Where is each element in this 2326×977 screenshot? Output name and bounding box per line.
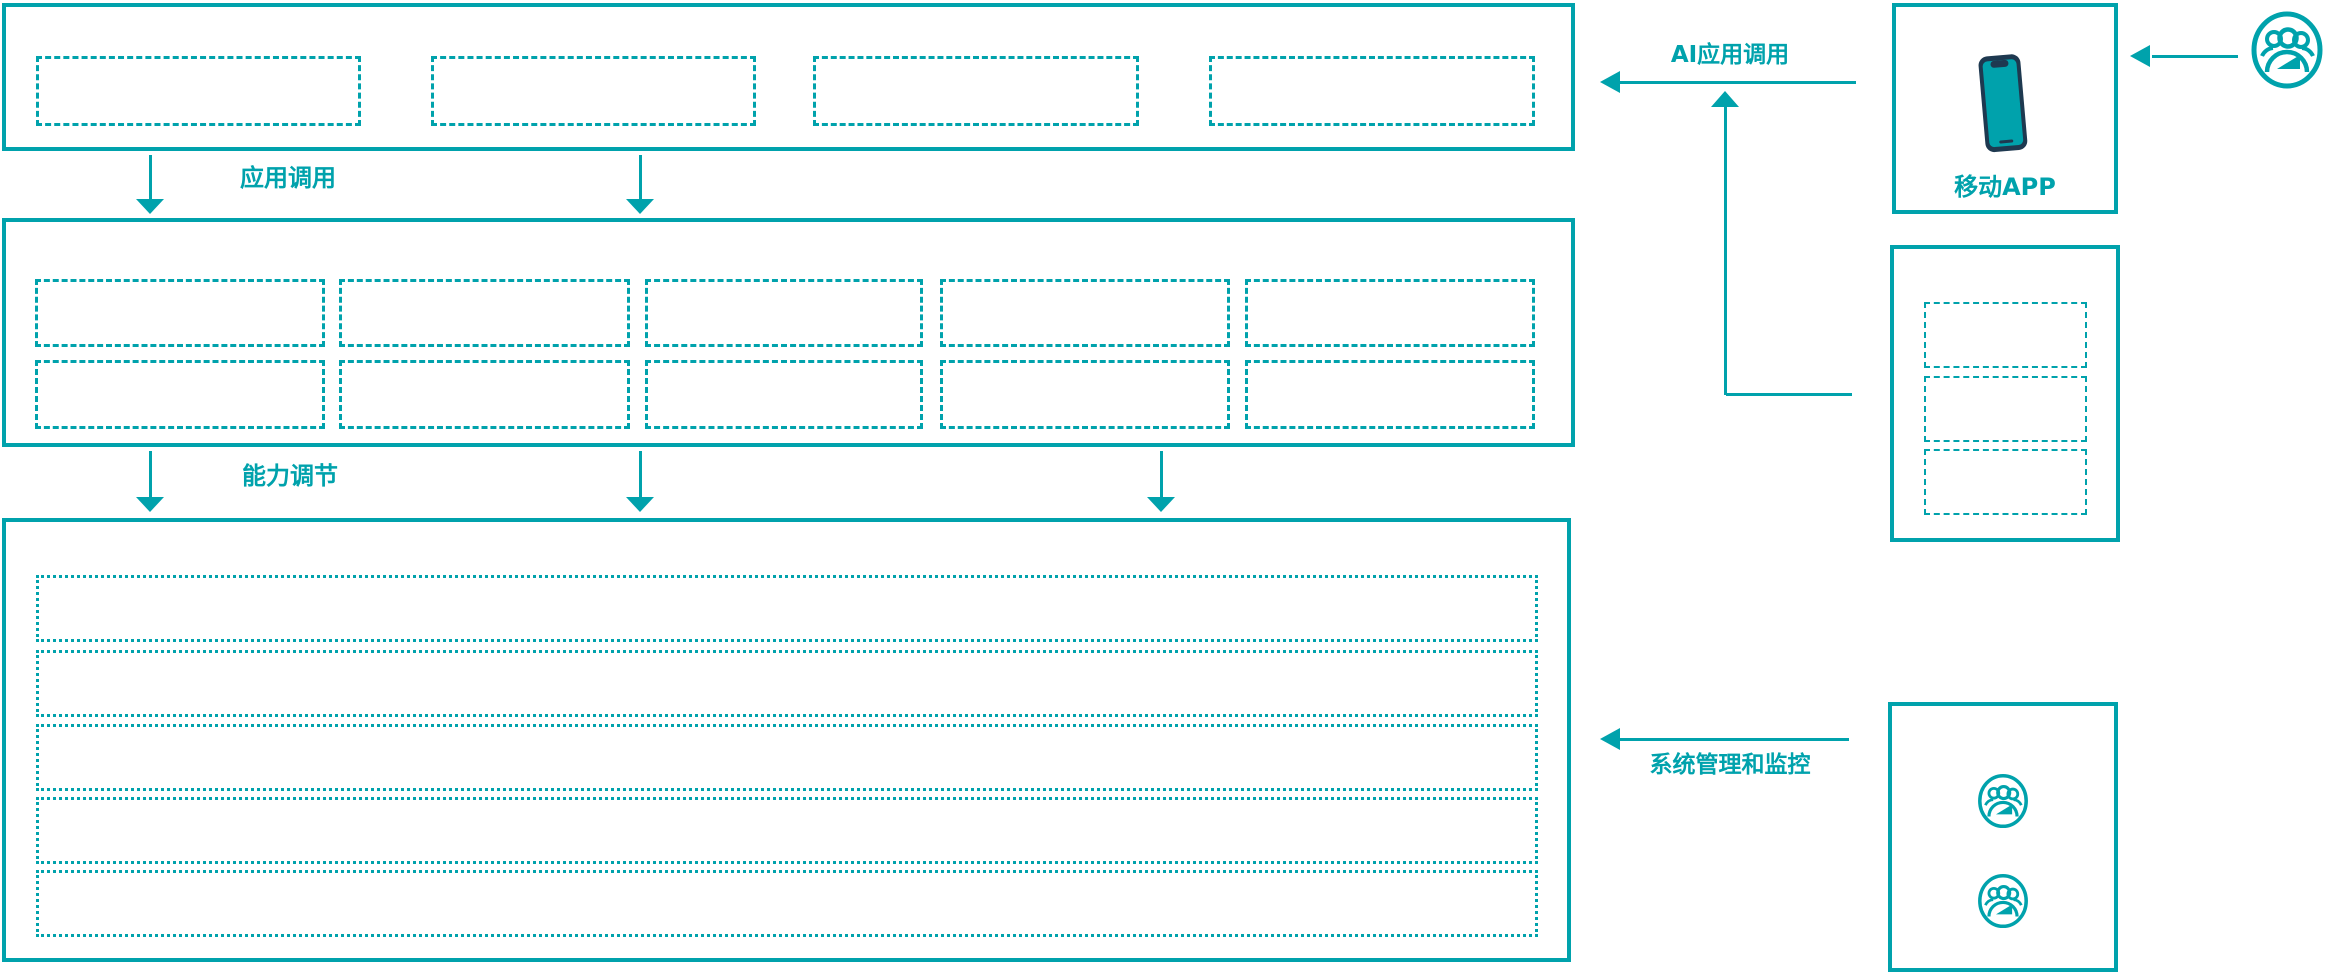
users-icon [1977,773,2029,829]
application-layer-panel [2,3,1575,151]
mobile-app-label: 移动APP [1954,173,2056,201]
platform-row [36,870,1538,937]
capability-slot [339,360,630,429]
app-call-arrowhead-icon [626,199,654,214]
connector-vertical-line [1724,107,1727,395]
capability-slot [339,279,630,347]
service-slot [1924,449,2087,515]
capability-slot [35,279,325,347]
capability-slot [1245,279,1535,347]
platform-row [36,724,1538,791]
app-call-arrowhead-icon [136,199,164,214]
capability-adjust-label: 能力调节 [242,462,338,490]
capability-arrowhead-icon [1147,497,1175,512]
app-call-label: 应用调用 [240,164,336,192]
platform-layer-panel [2,518,1571,962]
application-slot [813,56,1139,126]
platform-row [36,797,1538,864]
system-mgmt-arrowhead-icon [1600,728,1620,750]
application-slot [431,56,756,126]
service-slot [1924,376,2087,442]
service-panel [1890,245,2120,542]
service-slot [1924,302,2087,368]
platform-row [36,575,1538,642]
capability-slot [940,360,1230,429]
platform-row [36,650,1538,717]
ai-call-label: AI应用调用 [1670,42,1790,68]
capability-arrow-shaft [149,451,152,498]
phone-icon [1976,51,2035,157]
ai-call-arrowhead-icon [1600,71,1620,93]
capability-arrow-shaft [1160,451,1163,498]
admin-panel [1888,702,2118,972]
capability-slot [1245,360,1535,429]
mobile-app-panel: 移动APP [1892,3,2118,214]
user-arrowhead-icon [2130,45,2150,67]
capability-layer-panel [2,218,1575,447]
connector-horizontal-line [1726,393,1852,396]
system-mgmt-arrow-line [1610,738,1849,741]
application-slot [1209,56,1535,126]
capability-slot [940,279,1230,347]
capability-arrowhead-icon [626,497,654,512]
capability-arrowhead-icon [136,497,164,512]
users-icon [2250,11,2324,89]
users-icon [1977,873,2029,929]
ai-call-arrow-line [1610,81,1856,84]
user-arrow-line [2152,55,2238,58]
capability-arrow-shaft [639,451,642,498]
connector-arrowhead-icon [1711,91,1739,107]
capability-slot [645,360,923,429]
app-call-arrow-shaft [639,155,642,200]
app-call-arrow-shaft [149,155,152,200]
system-mgmt-label: 系统管理和监控 [1649,752,1811,778]
capability-slot [35,360,325,429]
capability-slot [645,279,923,347]
application-slot [36,56,361,126]
